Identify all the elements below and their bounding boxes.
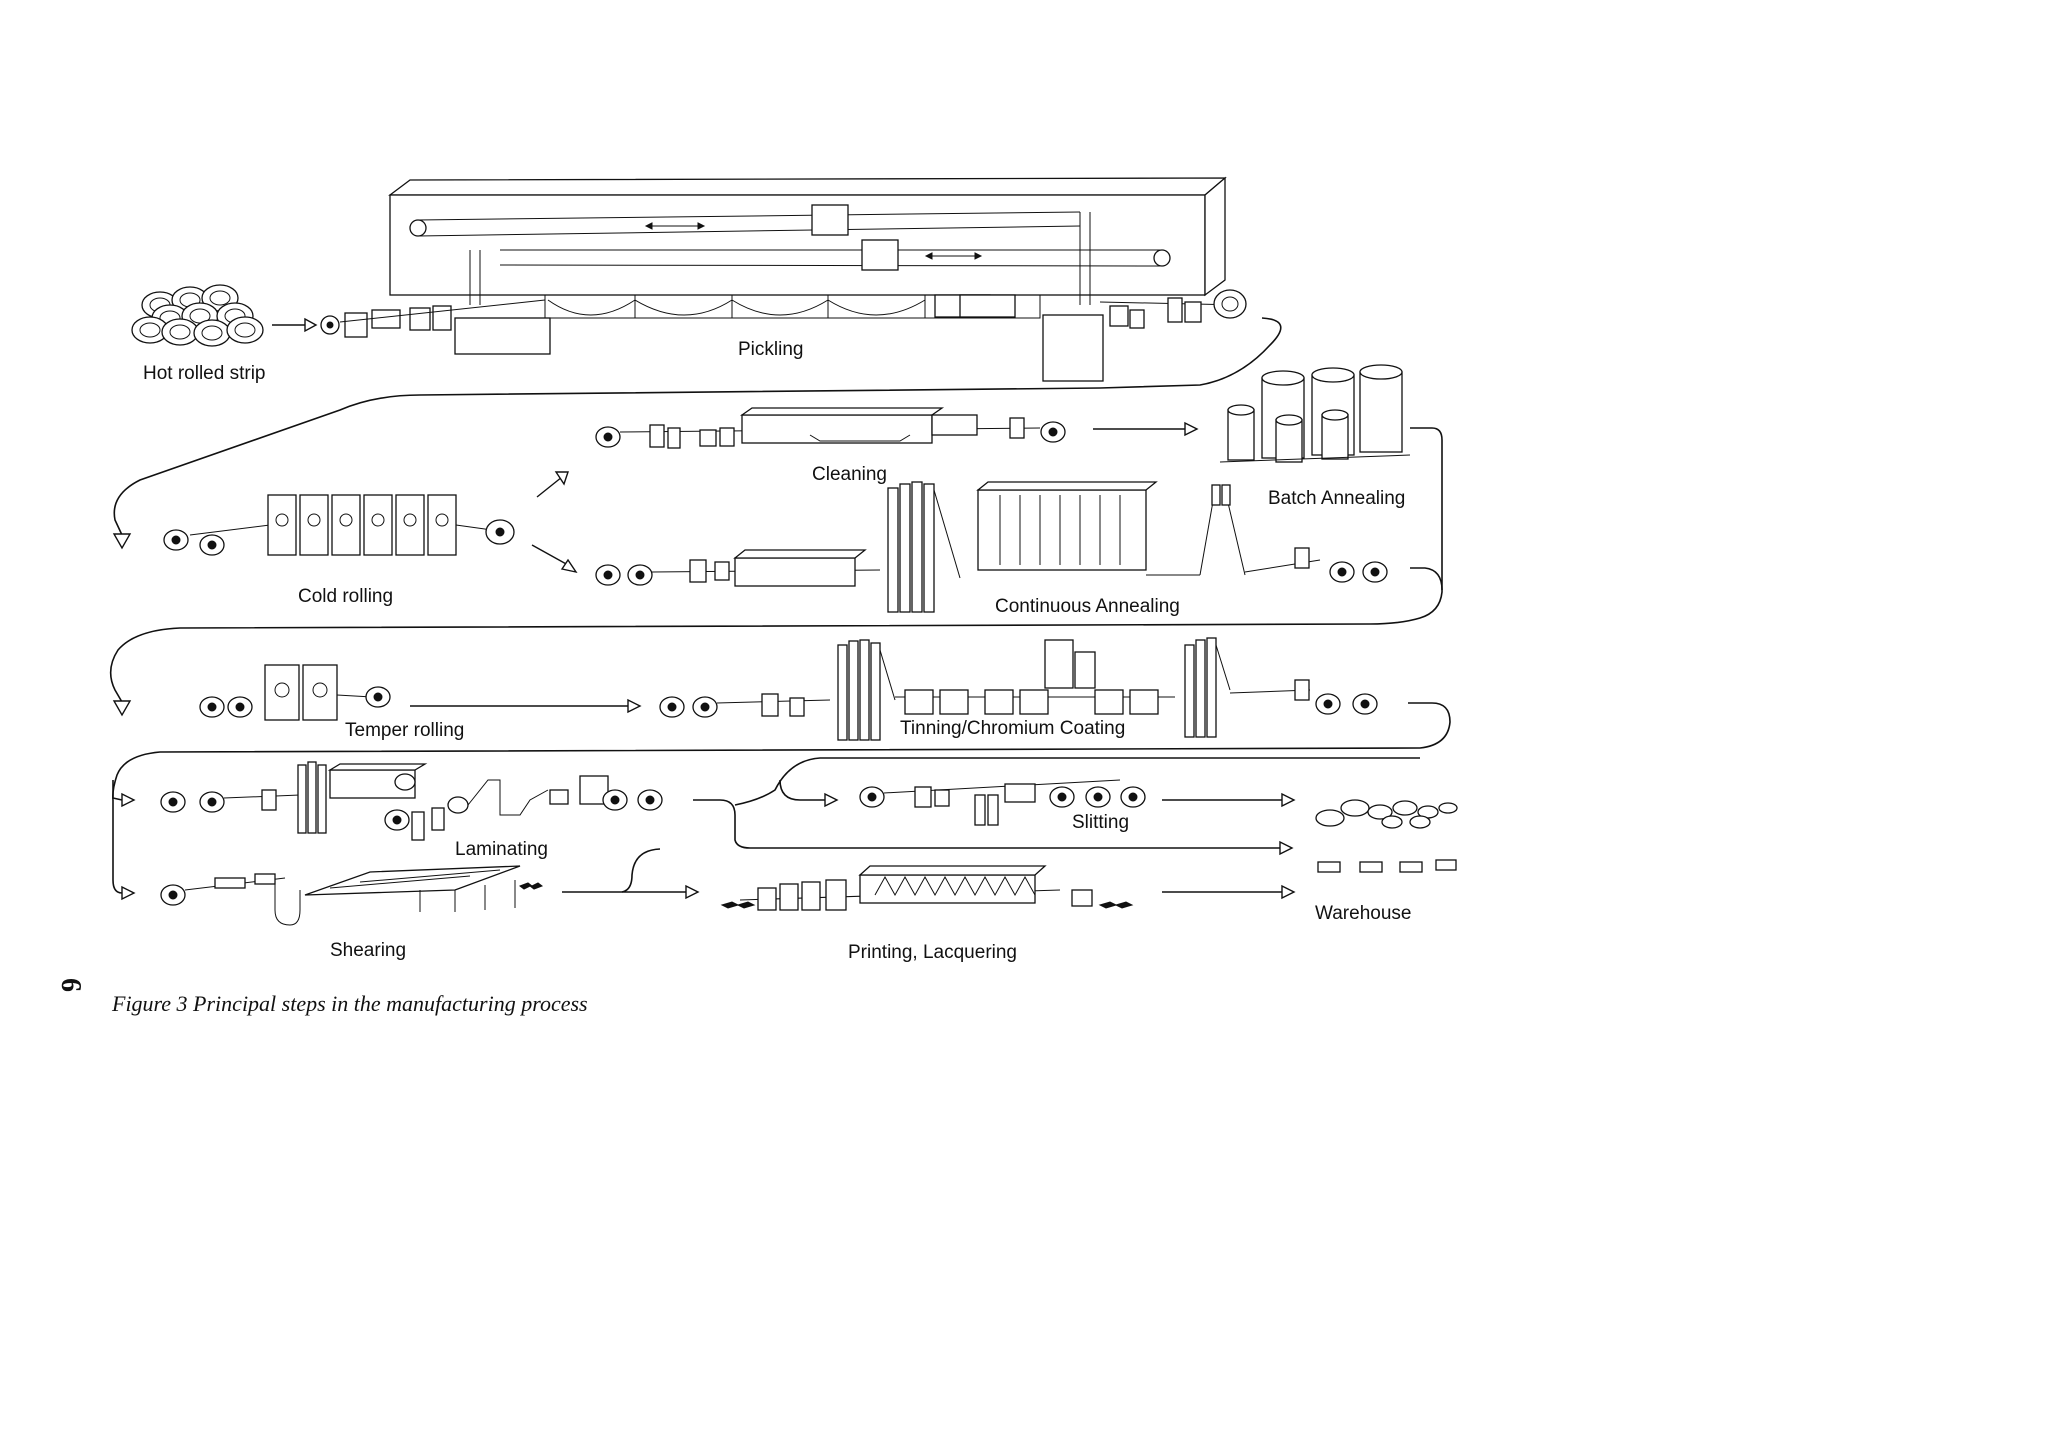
printing-lacquering-line <box>720 865 1134 911</box>
arrow-shearing-to-printing <box>562 884 700 900</box>
arrow-to-cleaning <box>536 471 569 498</box>
label-slitting: Slitting <box>1072 812 1129 833</box>
hot-rolled-coils <box>131 284 264 347</box>
laminating-line <box>160 761 663 841</box>
flow-arrowhead-cold-rolling <box>112 533 132 550</box>
flow-line-branch-shearing <box>112 800 123 894</box>
flow-line-laminating-to-slitting <box>693 799 1280 849</box>
flow-arrowhead-shearing <box>121 885 136 901</box>
label-temper-rolling: Temper rolling <box>345 720 464 741</box>
flow-line-continuous-annealing-join <box>1410 567 1443 591</box>
label-warehouse: Warehouse <box>1315 903 1411 924</box>
continuous-annealing-line <box>595 481 1388 613</box>
label-batch-annealing: Batch Annealing <box>1268 488 1405 509</box>
label-pickling: Pickling <box>738 339 803 360</box>
cold-rolling-mill <box>163 494 515 556</box>
figure-caption: Figure 3 Principal steps in the manufact… <box>111 991 588 1016</box>
label-laminating: Laminating <box>455 839 548 860</box>
tinning-chromium-coating-line <box>659 637 1378 741</box>
arrow-to-batch-annealing <box>1093 421 1199 437</box>
flow-line-laminating-up-to-slitting <box>734 757 1420 806</box>
arrow-slitting-to-warehouse <box>1162 792 1296 808</box>
warehouse-coils <box>1315 799 1458 829</box>
flow-line-pickling-to-cold-rolling <box>113 317 1282 536</box>
warehouse-sheet-stacks <box>1317 859 1457 873</box>
manufacturing-process-diagram: Hot rolled strip Pickling Cleaning Batch… <box>55 176 1458 1016</box>
flow-line-branch-laminating <box>112 780 123 801</box>
label-tinning-chromium-coating: Tinning/Chromium Coating <box>900 718 1125 739</box>
flow-arrowhead-slitting <box>824 792 839 808</box>
flow-line-to-slitting <box>779 779 825 801</box>
arrow-to-tinning <box>410 698 642 714</box>
flow-line-batch-annealing-to-temper-rolling <box>109 427 1443 703</box>
page-number: 6 <box>55 978 86 992</box>
label-printing-lacquering: Printing, Lacquering <box>848 942 1017 963</box>
label-continuous-annealing: Continuous Annealing <box>995 596 1180 617</box>
label-cold-rolling: Cold rolling <box>298 586 393 607</box>
arrow-printing-to-warehouse <box>1162 884 1296 900</box>
label-cleaning: Cleaning <box>812 464 887 485</box>
label-hot-rolled-strip: Hot rolled strip <box>143 363 266 384</box>
flow-arrowhead-laminating-to-warehouse <box>1279 840 1294 856</box>
arrow-to-pickling <box>272 317 318 333</box>
flow-line-tinning-to-finishing <box>112 702 1451 801</box>
arrow-to-continuous-annealing <box>531 544 578 574</box>
flow-arrowhead-laminating <box>121 792 136 808</box>
temper-rolling-mill <box>199 664 391 721</box>
shearing-line <box>160 865 544 926</box>
slitting-line <box>859 779 1146 826</box>
label-shearing: Shearing <box>330 940 406 961</box>
cleaning-line <box>595 407 1066 449</box>
flow-arrowhead-temper-rolling <box>112 700 132 717</box>
flow-line-shearing-to-warehouse <box>621 848 661 893</box>
batch-annealing-furnaces <box>1219 364 1411 463</box>
pickling-line <box>320 176 1247 382</box>
